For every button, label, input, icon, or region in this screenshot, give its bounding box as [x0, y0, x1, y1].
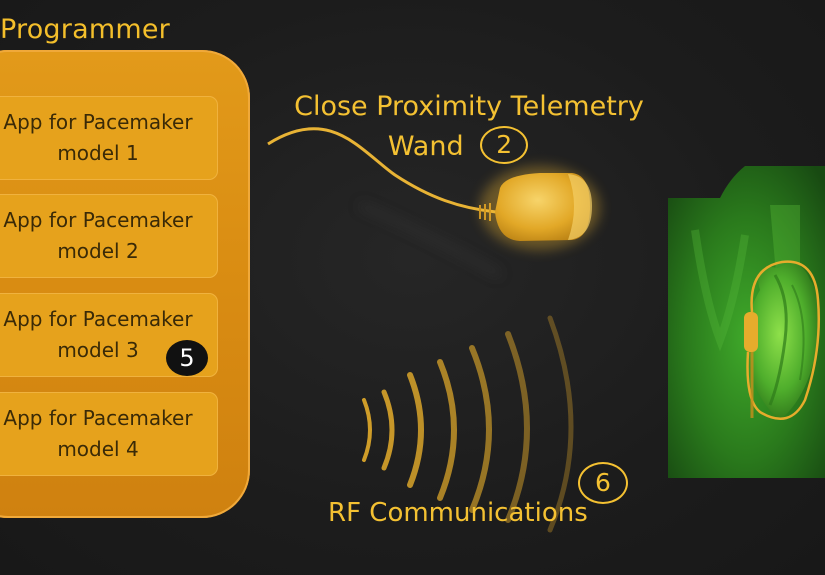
pacemaker-lead	[746, 260, 821, 420]
badge-2: 2	[480, 126, 529, 164]
app-card-model: model 2	[57, 239, 139, 263]
wand-shadow-streak	[358, 202, 502, 278]
rf-wave	[362, 398, 372, 462]
rf-wave	[505, 331, 530, 523]
wand-label-text: Wand	[387, 131, 464, 162]
wand-cable	[267, 127, 497, 214]
rf-wave	[469, 345, 492, 513]
app-card-label: App for Pacemaker	[3, 208, 193, 232]
app-card-model-1: App for Pacemaker model 1	[0, 96, 218, 180]
programmer-title: Programmer	[0, 14, 170, 45]
badge-6: 6	[578, 462, 628, 504]
rf-wave	[381, 389, 395, 471]
wand-label-line1: Close Proximity Telemetry	[294, 91, 644, 122]
app-card-model-4: App for Pacemaker model 4	[0, 392, 218, 476]
rf-waves	[362, 315, 574, 533]
rf-communications-label: RF Communications	[328, 498, 588, 528]
app-card-model-2: App for Pacemaker model 2	[0, 194, 218, 278]
app-card-label: App for Pacemaker	[3, 110, 193, 134]
wand-body	[495, 173, 590, 241]
rf-wave	[437, 359, 457, 501]
badge-5: 5	[166, 340, 208, 376]
pacemaker-device-icon	[744, 312, 758, 352]
app-card-model: model 4	[57, 437, 139, 461]
app-card-label: App for Pacemaker	[3, 406, 193, 430]
patient-body-image	[668, 166, 825, 478]
wand-label: Close Proximity Telemetry Wand 2	[284, 87, 654, 167]
app-card-label: App for Pacemaker	[3, 307, 193, 331]
wand-label-line2: Wand 2	[284, 126, 654, 167]
app-card-model: model 3	[57, 338, 139, 362]
wand-cap	[568, 174, 592, 240]
app-card-model: model 1	[57, 141, 139, 165]
rf-wave	[407, 372, 424, 488]
rf-wave	[547, 315, 574, 533]
